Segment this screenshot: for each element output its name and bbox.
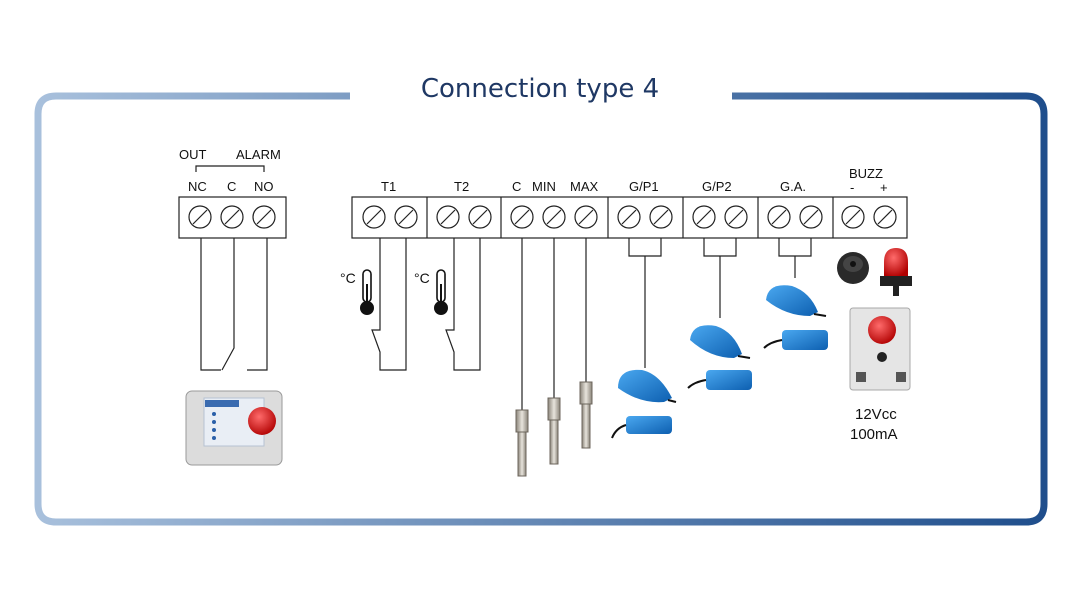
probe-electrode-c <box>515 409 529 477</box>
beacon-icon <box>880 248 912 296</box>
ga-wiring <box>778 238 812 278</box>
group-label-t1: T1 <box>381 179 396 194</box>
probe-electrode-min <box>547 397 561 465</box>
out-alarm-block: OUT ALARM NC C NO <box>178 147 287 371</box>
gp2-wiring <box>703 238 737 318</box>
group-label-min: MIN <box>532 179 556 194</box>
t2-unit-label: °C <box>414 270 430 286</box>
terminal-label-c: C <box>227 179 236 194</box>
group-label-buzz: BUZZ <box>849 166 883 181</box>
beacon-buzzer-unit <box>849 307 911 391</box>
terminal-block-main <box>351 196 908 239</box>
t1-wiring <box>371 238 407 371</box>
buzzer-current: 100mA <box>850 426 898 443</box>
terminal-strip: T1 T2 C MIN MAX G/P1 G/P2 G.A. BUZZ - + <box>351 166 908 410</box>
alarm-label: ALARM <box>236 147 281 162</box>
probe-electrode-max <box>579 381 593 449</box>
screw-terminal <box>362 205 897 229</box>
group-label-ga: G.A. <box>780 179 806 194</box>
group-label-c: C <box>512 179 521 194</box>
group-label-t2: T2 <box>454 179 469 194</box>
diagram-title: Connection type 4 <box>420 74 660 104</box>
buzz-plus-label: + <box>880 180 888 195</box>
buzz-minus-label: - <box>850 180 854 195</box>
out-label: OUT <box>179 147 207 162</box>
relay-wiring <box>200 238 268 371</box>
group-label-gp1: G/P1 <box>629 179 659 194</box>
thermometer-icon-t1: °C <box>340 269 374 315</box>
float-switch-gp1 <box>611 369 677 439</box>
t1-unit-label: °C <box>340 270 356 286</box>
float-switch-ga <box>763 285 828 350</box>
gp1-wiring <box>628 238 662 368</box>
terminal-label-nc: NC <box>188 179 207 194</box>
buzzer-icon <box>837 252 869 284</box>
frame-border <box>34 92 1048 526</box>
terminal-block-out <box>178 196 287 239</box>
float-switch-gp2 <box>687 325 752 390</box>
thermometer-icon-t2: °C <box>414 269 448 315</box>
terminal-label-no: NO <box>254 179 274 194</box>
buzzer-voltage: 12Vcc <box>855 406 897 423</box>
control-panel-image <box>185 390 283 466</box>
t2-wiring <box>445 238 481 371</box>
group-label-gp2: G/P2 <box>702 179 732 194</box>
group-label-max: MAX <box>570 179 599 194</box>
screw-terminal <box>188 205 276 229</box>
